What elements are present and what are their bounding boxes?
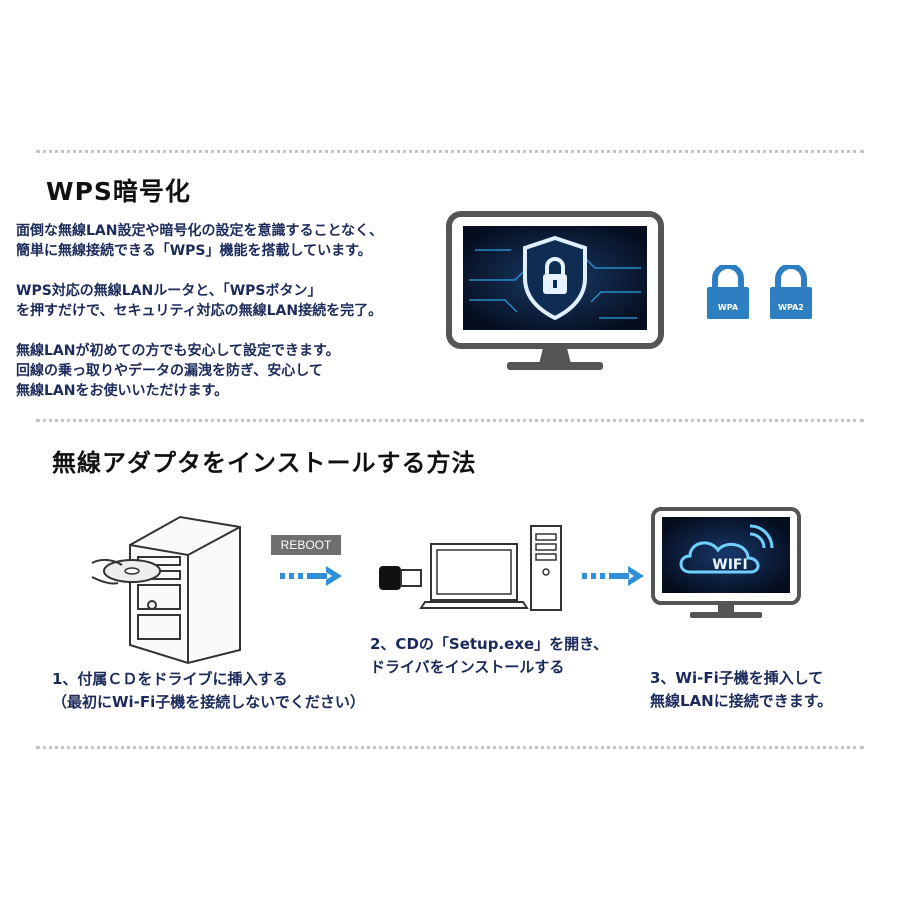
step-1-line: 1、付属ＣＤをドライブに挿入する [52,670,288,688]
wps-paragraph-2-line: WPS対応の無線LANルータと、「WPSボタン」 [16,283,322,299]
wifi-screen-label: WIFI [712,557,748,573]
wps-paragraph-3: 無線LANが初めての方でも安心して設定できます。 回線の乗っ取りやデータの漏洩を… [16,341,340,401]
step-2-line: ドライバをインストールする [370,658,565,676]
wps-paragraph-3-line: 無線LANをお使いいただけます。 [16,383,229,399]
step-2-line: 2、CDの「Setup.exe」を開き、 [370,635,609,653]
wifi-monitor-illustration [651,507,801,618]
wps-paragraph-3-line: 無線LANが初めての方でも安心して設定できます。 [16,343,340,359]
step-1-line: （最初にWi-Fi子機を接続しないでください） [52,693,365,711]
divider-bottom [36,746,864,749]
wps-paragraph-1-line: 簡単に無線接続できる「WPS」機能を搭載しています。 [16,243,372,259]
security-monitor-illustration [446,211,664,370]
divider-top [36,150,864,153]
wps-paragraph-2-line: を押すだけで、セキュリティ対応の無線LAN接続を完了。 [16,303,383,319]
wpa-lock-icon: WPA [705,263,751,321]
install-section-title: 無線アダプタをインストールする方法 [52,449,477,477]
wpa2-lock-label: WPA2 [778,303,804,312]
step-3-label: 3、Wi-Fi子機を挿入して 無線LANに接続できます。 [650,667,832,713]
wps-paragraph-1-line: 面倒な無線LAN設定や暗号化の設定を意識することなく、 [16,223,384,239]
reboot-label: REBOOT [271,535,341,555]
step-3-line: 3、Wi-Fi子機を挿入して [650,669,824,687]
wps-paragraph-3-line: 回線の乗っ取りやデータの漏洩を防ぎ、安心して [16,363,323,379]
arrow-right-icon [582,566,644,586]
wpa-lock-label: WPA [717,303,739,312]
arrow-right-icon [280,566,342,586]
step-2-label: 2、CDの「Setup.exe」を開き、 ドライバをインストールする [370,633,608,679]
wps-paragraph-2: WPS対応の無線LANルータと、「WPSボタン」 を押すだけで、セキュリティ対応… [16,281,382,321]
wpa2-lock-icon: WPA2 [768,263,814,321]
divider-middle [36,419,864,422]
pc-tower-cd-illustration [91,515,241,665]
step-3-line: 無線LANに接続できます。 [650,692,833,710]
wps-paragraph-1: 面倒な無線LAN設定や暗号化の設定を意識することなく、 簡単に無線接続できる「W… [16,221,383,261]
wps-section-title: WPS暗号化 [46,177,191,206]
step-1-label: 1、付属ＣＤをドライブに挿入する （最初にWi-Fi子機を接続しないでください） [52,668,365,714]
usb-adapter-laptop-illustration [379,525,562,611]
